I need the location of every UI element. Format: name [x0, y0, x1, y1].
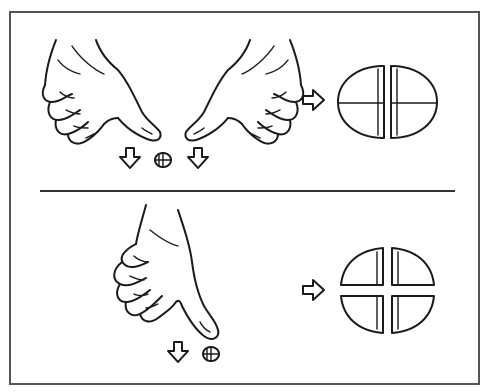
small-tablet-icon: [203, 347, 219, 361]
small-tablet-icon: [155, 153, 171, 167]
